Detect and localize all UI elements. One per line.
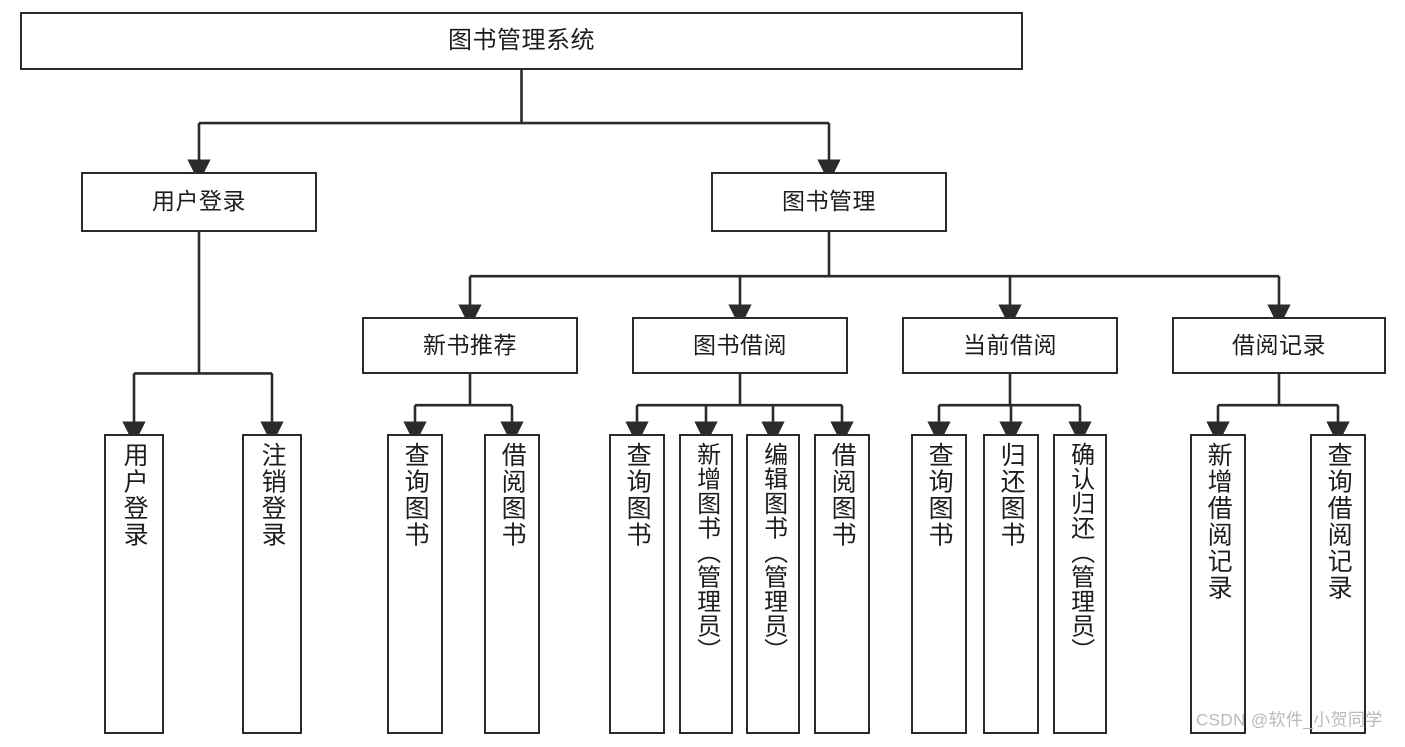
node-book-manage-label: 图书管理 bbox=[782, 188, 876, 215]
node-book-borrow[interactable]: 图书借阅 bbox=[632, 317, 848, 374]
node-leaf-query-book-2-label: 查询图书 bbox=[623, 442, 652, 548]
node-leaf-logout[interactable]: 注销登录 bbox=[242, 434, 302, 734]
node-leaf-borrow-book-1-label: 借阅图书 bbox=[498, 442, 527, 548]
node-leaf-return-book-label: 归还图书 bbox=[997, 442, 1026, 548]
node-new-book-recommend[interactable]: 新书推荐 bbox=[362, 317, 578, 374]
node-leaf-edit-book-label: 编辑图书（管理员） bbox=[759, 442, 787, 663]
node-root[interactable]: 图书管理系统 bbox=[20, 12, 1023, 70]
node-leaf-borrow-book-1[interactable]: 借阅图书 bbox=[484, 434, 540, 734]
node-leaf-add-record-label: 新增借阅记录 bbox=[1204, 442, 1233, 601]
node-leaf-query-book-1[interactable]: 查询图书 bbox=[387, 434, 443, 734]
node-leaf-return-book[interactable]: 归还图书 bbox=[983, 434, 1039, 734]
node-leaf-query-record-label: 查询借阅记录 bbox=[1324, 442, 1353, 601]
node-leaf-add-record[interactable]: 新增借阅记录 bbox=[1190, 434, 1246, 734]
node-leaf-query-book-3-label: 查询图书 bbox=[925, 442, 954, 548]
node-leaf-query-book-1-label: 查询图书 bbox=[401, 442, 430, 548]
node-root-label: 图书管理系统 bbox=[448, 26, 595, 54]
node-leaf-confirm-return-label: 确认归还（管理员） bbox=[1066, 442, 1094, 663]
node-leaf-borrow-book-2[interactable]: 借阅图书 bbox=[814, 434, 870, 734]
node-leaf-add-book[interactable]: 新增图书（管理员） bbox=[679, 434, 733, 734]
node-leaf-query-book-2[interactable]: 查询图书 bbox=[609, 434, 665, 734]
node-leaf-add-book-label: 新增图书（管理员） bbox=[692, 442, 720, 663]
node-user-login-label: 用户登录 bbox=[152, 188, 246, 215]
node-leaf-user-login-label: 用户登录 bbox=[120, 442, 149, 548]
node-leaf-query-book-3[interactable]: 查询图书 bbox=[911, 434, 967, 734]
node-user-login[interactable]: 用户登录 bbox=[81, 172, 317, 232]
node-book-borrow-label: 图书借阅 bbox=[693, 331, 787, 358]
node-leaf-edit-book[interactable]: 编辑图书（管理员） bbox=[746, 434, 800, 734]
node-leaf-user-login[interactable]: 用户登录 bbox=[104, 434, 164, 734]
csdn-watermark: CSDN @软件_小贺同学 bbox=[1196, 710, 1383, 730]
node-borrow-record-label: 借阅记录 bbox=[1232, 331, 1326, 358]
node-current-borrow-label: 当前借阅 bbox=[963, 331, 1057, 358]
node-current-borrow[interactable]: 当前借阅 bbox=[902, 317, 1118, 374]
node-new-book-recommend-label: 新书推荐 bbox=[423, 331, 517, 358]
node-leaf-confirm-return[interactable]: 确认归还（管理员） bbox=[1053, 434, 1107, 734]
node-book-manage[interactable]: 图书管理 bbox=[711, 172, 947, 232]
node-borrow-record[interactable]: 借阅记录 bbox=[1172, 317, 1386, 374]
node-leaf-logout-label: 注销登录 bbox=[258, 442, 287, 548]
node-leaf-query-record[interactable]: 查询借阅记录 bbox=[1310, 434, 1366, 734]
node-leaf-borrow-book-2-label: 借阅图书 bbox=[828, 442, 857, 548]
